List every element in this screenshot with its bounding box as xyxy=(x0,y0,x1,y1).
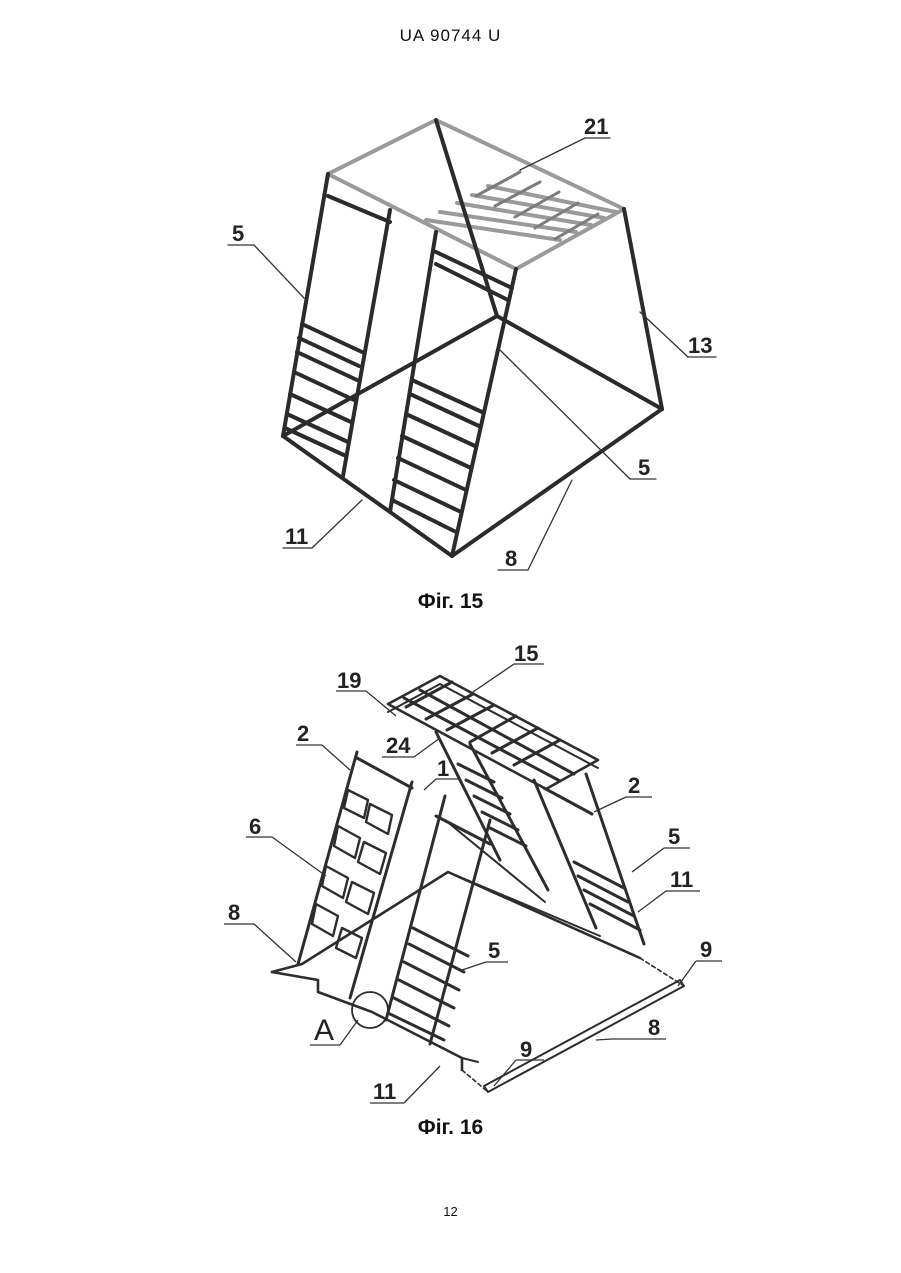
label-24: 24 xyxy=(386,733,411,758)
label-19: 19 xyxy=(337,668,361,693)
label-21: 21 xyxy=(584,114,608,139)
label-8-left: 8 xyxy=(228,900,240,925)
label-1: 1 xyxy=(437,756,449,781)
label-11: 11 xyxy=(285,524,308,549)
label-15: 15 xyxy=(514,641,538,666)
page-number: 12 xyxy=(0,1204,901,1219)
figure-16-caption: Фіг. 16 xyxy=(0,1116,901,1140)
label-2-left: 2 xyxy=(297,721,309,746)
label-13: 13 xyxy=(688,333,712,358)
label-8: 8 xyxy=(505,546,517,571)
label-11-right: 11 xyxy=(670,867,693,892)
label-detail-A: A xyxy=(314,1014,334,1047)
label-6: 6 xyxy=(249,814,261,839)
figure-15-drawing: 21 5 13 5 11 8 xyxy=(0,0,901,590)
label-8-right: 8 xyxy=(648,1015,660,1040)
label-9-right: 9 xyxy=(700,937,712,962)
figure-15-caption: Фіг. 15 xyxy=(0,590,901,614)
label-9-bottom: 9 xyxy=(520,1037,532,1062)
label-5-right: 5 xyxy=(668,824,680,849)
figure-16-drawing: 15 19 24 2 1 2 6 5 11 8 9 5 A 8 9 11 xyxy=(0,630,901,1110)
label-5-left: 5 xyxy=(232,221,244,246)
label-5-center: 5 xyxy=(488,938,500,963)
label-11-bottom: 11 xyxy=(373,1079,396,1104)
label-2-right: 2 xyxy=(628,773,640,798)
label-5-right: 5 xyxy=(638,455,650,480)
